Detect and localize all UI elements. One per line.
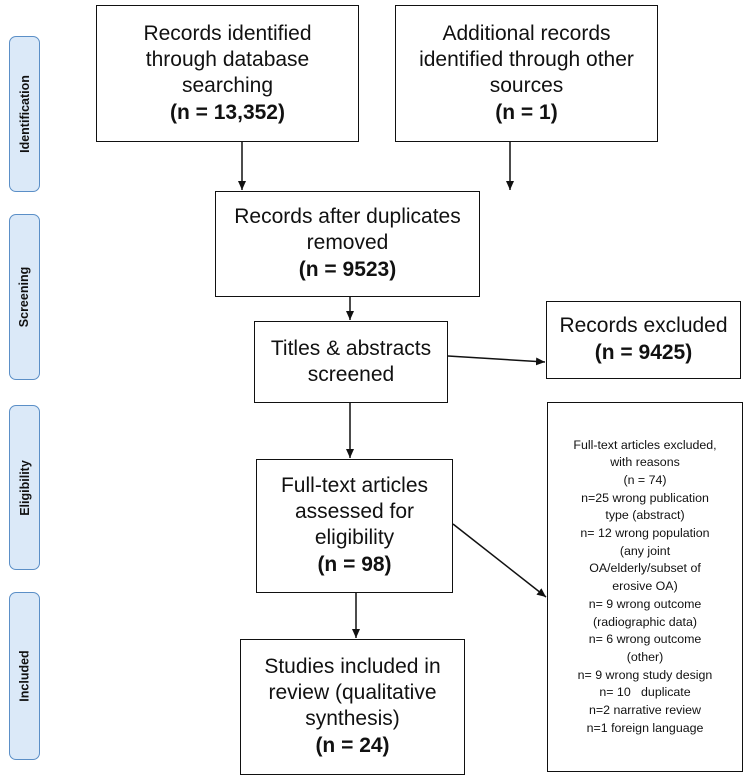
fulltext-excluded-line-6: (any joint xyxy=(619,543,671,558)
fulltext-excluded-line-5: n= 12 wrong population xyxy=(580,526,710,541)
fulltext-excluded-line-2: (n = 74) xyxy=(623,472,667,487)
fulltext-excluded-line-0: Full-text articles excluded, xyxy=(573,437,717,452)
other-records-box: Additional records identified through ot… xyxy=(395,5,658,142)
fulltext-excluded-line-8: erosive OA) xyxy=(612,579,678,594)
studies-included-box: Studies included in review (qualitative … xyxy=(240,639,465,775)
fulltext-excluded-line-7: OA/elderly/subset of xyxy=(589,561,701,576)
screened-text: Titles & abstracts screened xyxy=(270,337,432,386)
database-records-text: Records identified through database sear… xyxy=(143,21,312,97)
other-records-count: (n = 1) xyxy=(495,100,558,124)
phase-eligibility-label: Eligibility xyxy=(17,459,32,516)
fulltext-excluded-line-9: n= 9 wrong outcome xyxy=(588,596,702,611)
phase-screening-label: Screening xyxy=(17,266,32,328)
duplicates-removed-count: (n = 9523) xyxy=(298,258,397,281)
phase-identification: Identification xyxy=(9,36,40,192)
fulltext-excluded-line-14: n= 10 duplicate xyxy=(599,685,691,700)
fulltext-excluded-line-16: n=1 foreign language xyxy=(586,720,704,735)
duplicates-removed-box: Records after duplicates removed (n = 95… xyxy=(215,191,480,297)
records-excluded-count: (n = 9425) xyxy=(594,341,693,364)
arrow-screened-to-excluded xyxy=(447,355,546,366)
arrow-fulltext-to-excluded xyxy=(452,523,547,598)
fulltext-excluded-line-15: n=2 narrative review xyxy=(589,703,701,718)
studies-included-text: Studies included in review (qualitative … xyxy=(264,655,441,730)
database-records-count: (n = 13,352) xyxy=(170,100,285,124)
database-records-box: Records identified through database sear… xyxy=(96,5,359,142)
fulltext-excluded-line-13: n= 9 wrong study design xyxy=(577,667,713,682)
other-records-text: Additional records identified through ot… xyxy=(419,21,634,97)
screened-box: Titles & abstracts screened xyxy=(254,321,448,403)
records-excluded-text: Records excluded xyxy=(559,314,728,337)
fulltext-excluded-line-4: type (abstract) xyxy=(605,508,685,523)
fulltext-assessed-text: Full-text articles assessed for eligibil… xyxy=(280,474,429,549)
studies-included-count: (n = 24) xyxy=(315,734,390,757)
fulltext-excluded-box: Full-text articles excluded, with reason… xyxy=(547,402,743,772)
fulltext-assessed-count: (n = 98) xyxy=(317,553,392,576)
phase-included: Included xyxy=(9,592,40,760)
phase-identification-label: Identification xyxy=(17,75,32,153)
fulltext-excluded-line-3: n=25 wrong publication xyxy=(581,490,709,505)
fulltext-excluded-line-12: (other) xyxy=(626,649,664,664)
phase-screening: Screening xyxy=(9,214,40,380)
fulltext-excluded-line-10: (radiographic data) xyxy=(592,614,697,629)
fulltext-excluded-line-1: with reasons xyxy=(610,455,680,470)
duplicates-removed-text: Records after duplicates removed xyxy=(234,205,461,254)
fulltext-excluded-line-11: n= 6 wrong outcome xyxy=(588,632,702,647)
fulltext-assessed-box: Full-text articles assessed for eligibil… xyxy=(256,459,453,593)
phase-eligibility: Eligibility xyxy=(9,405,40,570)
records-excluded-box: Records excluded (n = 9425) xyxy=(546,301,741,379)
phase-included-label: Included xyxy=(17,650,32,702)
